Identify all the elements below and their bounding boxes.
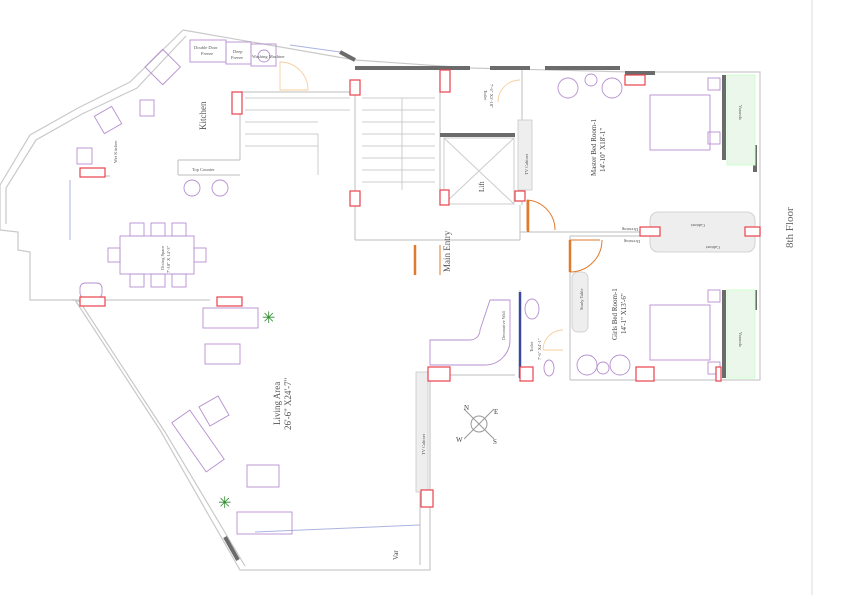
dining-size: 7'-10" X 14'-3" [166,246,171,273]
varanda-2-label: Varanda [738,332,743,347]
master-bed [649,94,711,151]
varanda-2-floor [726,289,756,379]
washing-machine [250,43,277,67]
lift-label: Lift [478,181,486,192]
girls-bed [649,304,711,361]
tv-cabinet-1-label: TV Cabinet [524,153,529,175]
coffee-table-2 [246,464,280,488]
double-door-freeze-label: Double Door [194,45,218,50]
cabinet-2-label: Cabinet [705,245,720,250]
compass [463,408,495,440]
armchair [576,354,598,376]
deep-freeze-label: Deep [233,49,243,54]
sofa [202,307,259,329]
wc [543,359,555,377]
wet-kitchen-label: Wet Kitchen [113,140,118,163]
bar-stool [183,179,201,197]
cabinets [415,74,756,493]
master-bed-size: 14'-10" X18'-1" [599,128,607,172]
hob [93,105,123,135]
coffee-table [204,343,241,365]
floor-title: 8th Floor [784,207,796,248]
varanda-1-floor [726,74,756,166]
toilet-1-size: 7'-6" X5'-10" [489,84,494,108]
columns [79,69,761,508]
compass-e: E [494,408,498,416]
sofa-2 [171,409,225,473]
svg-text:✳: ✳ [218,495,231,512]
double-door-freeze-label-2: Freeze [201,51,213,56]
sofa-3 [236,511,293,535]
living-area-size: 26'-6" X24'-7" [283,377,293,430]
sink [144,48,182,86]
girls-bed-size: 14'-1" X13'-6" [620,293,628,334]
var-label: Var [392,550,400,560]
tv-cabinet-2-label: TV Cabinet [421,433,426,455]
dressing-2-label: Dressing [623,239,640,244]
compass-w: W [456,436,463,444]
decorative-sofa [429,299,511,366]
toilet-1-label: Toilet [483,90,488,101]
toilet-basin [524,298,540,320]
armchair [609,354,631,376]
toilet-2-size: 7'-6" X4'-1" [537,338,542,360]
study-table-label: Study Table [579,289,584,310]
kitchen-label: Kitchen [198,101,208,130]
compass-n: N [464,404,469,412]
furniture: ✳ ✳ [76,39,721,535]
master-bed-label: Master Bed Room-1 [590,118,598,176]
varanda-1-label: Varanda [738,105,743,120]
doors [279,61,603,351]
top-counter-label: Top Counter [192,167,215,172]
ottoman [198,395,230,427]
wet-kitchen-sink [76,147,93,165]
washing-machine-label: Washing Machine [252,54,285,59]
deep-freeze-label-2: Freeze [231,55,243,60]
compass-s: S [493,438,497,446]
main-entry-label: Main Entry [442,230,452,272]
dining-table [119,235,195,275]
dining-label: Dining Space [160,246,165,270]
armchair [601,77,623,99]
bar-stool [211,179,229,197]
cabinet-1-label: Cabinet [690,223,705,228]
toilet-2-label: Toilet [529,341,534,352]
decorative-wall-label: Decorative Wall [501,310,506,340]
hob-2 [139,99,155,117]
living-area-label: Living Area [272,382,282,425]
lift-shaft [443,137,515,205]
staircase [245,97,435,190]
armchair [557,77,579,99]
wash-basin [79,282,103,299]
girls-bed-label: Girls Bed Room-1 [611,288,619,340]
svg-text:✳: ✳ [262,310,275,327]
dressing-1-label: Dressing [621,227,638,232]
